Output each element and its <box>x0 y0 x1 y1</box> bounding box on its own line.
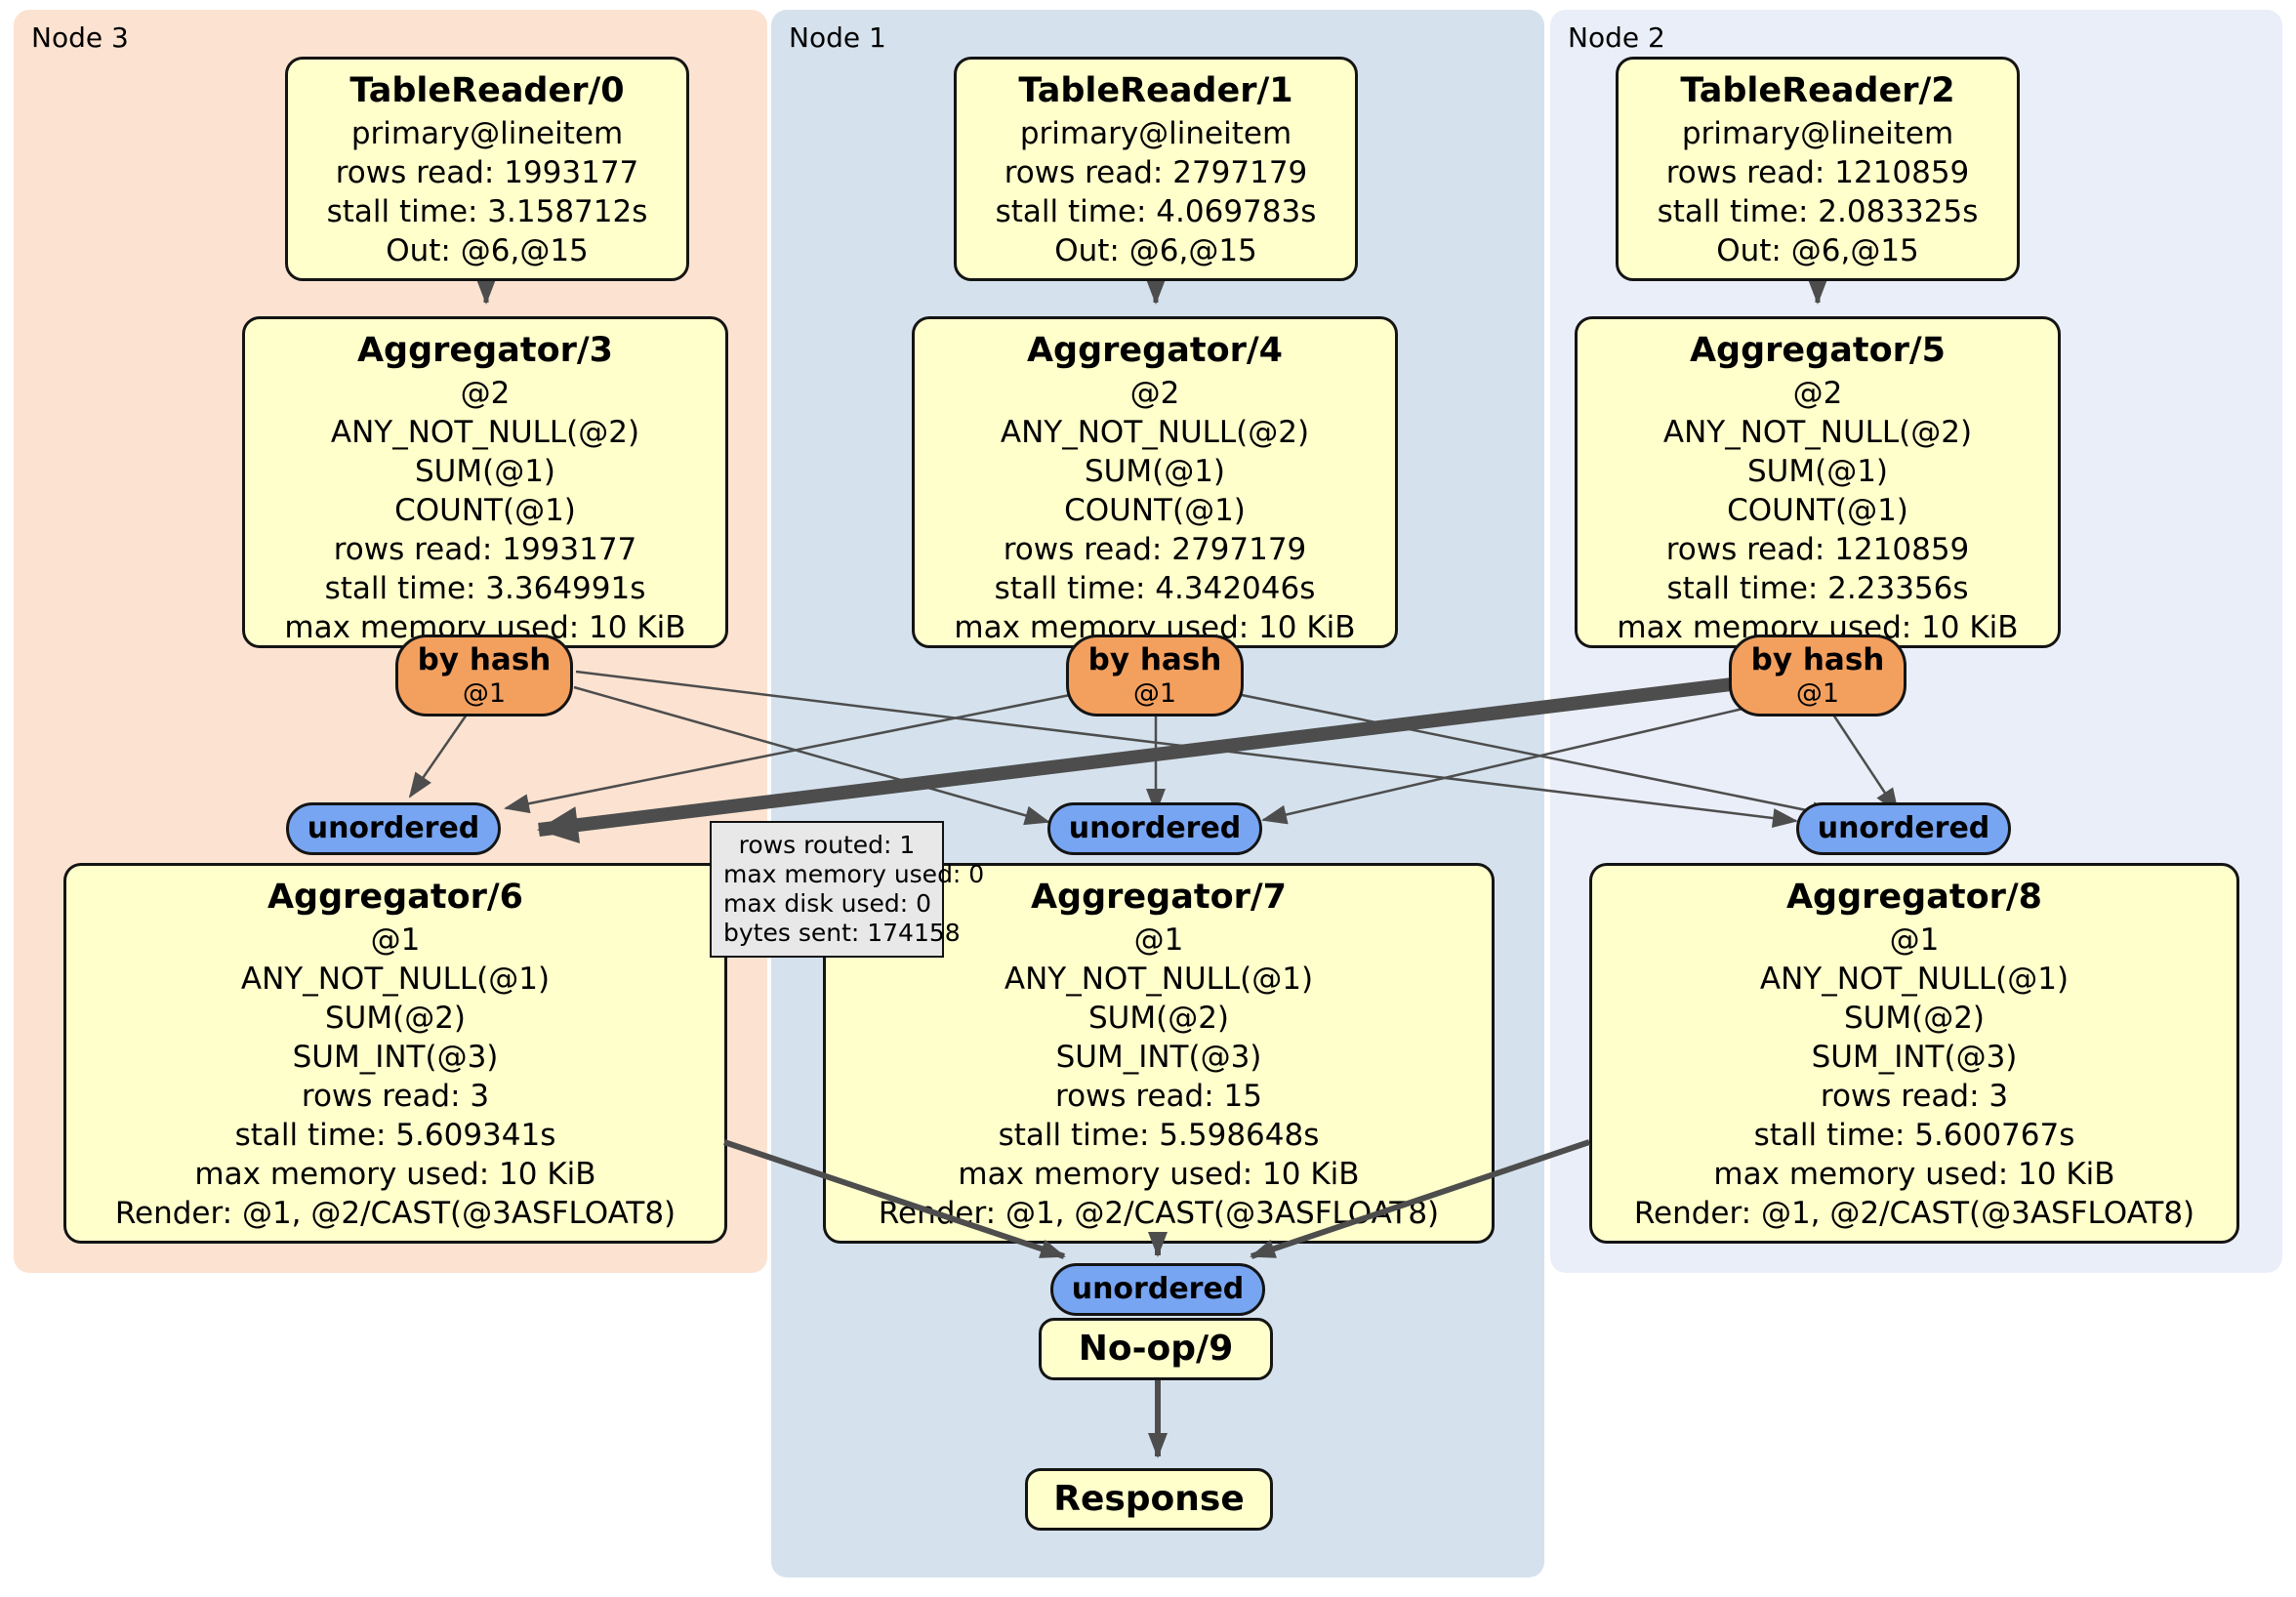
edge-hash5-unordered6-highlighted[interactable] <box>537 676 1741 844</box>
processor-noop-9: No-op/9 <box>1039 1318 1273 1380</box>
processor-title: Aggregator/4 <box>1026 331 1284 370</box>
response-box: Response <box>1025 1468 1273 1531</box>
processor-title: TableReader/2 <box>1680 71 1955 110</box>
panel-node-2-label: Node 2 <box>1568 21 1665 54</box>
sync-unordered-node3: unordered <box>286 802 501 855</box>
processor-title: TableReader/1 <box>1018 71 1293 110</box>
sync-unordered-node2: unordered <box>1796 802 2011 855</box>
sync-unordered-node1: unordered <box>1047 802 1262 855</box>
processor-title: TableReader/0 <box>349 71 625 110</box>
router-label: by hash <box>1750 642 1885 677</box>
sync-unordered-final: unordered <box>1050 1263 1265 1316</box>
panel-node-3-label: Node 3 <box>31 21 129 54</box>
panel-node-1-label: Node 1 <box>789 21 886 54</box>
router-label: by hash <box>1087 642 1222 677</box>
router-key: @1 <box>1795 678 1840 709</box>
processor-title: Aggregator/8 <box>1785 878 2043 917</box>
router-by-hash-node2: by hash @1 <box>1729 635 1906 717</box>
router-key: @1 <box>1132 678 1177 709</box>
processor-title: Aggregator/5 <box>1689 331 1947 370</box>
router-by-hash-node3: by hash @1 <box>395 635 573 717</box>
processor-title: Aggregator/3 <box>356 331 614 370</box>
router-label: by hash <box>417 642 552 677</box>
processor-title: Aggregator/6 <box>266 878 524 917</box>
router-by-hash-node1: by hash @1 <box>1066 635 1244 717</box>
router-key: @1 <box>462 678 507 709</box>
processor-title: Aggregator/7 <box>1030 878 1288 917</box>
